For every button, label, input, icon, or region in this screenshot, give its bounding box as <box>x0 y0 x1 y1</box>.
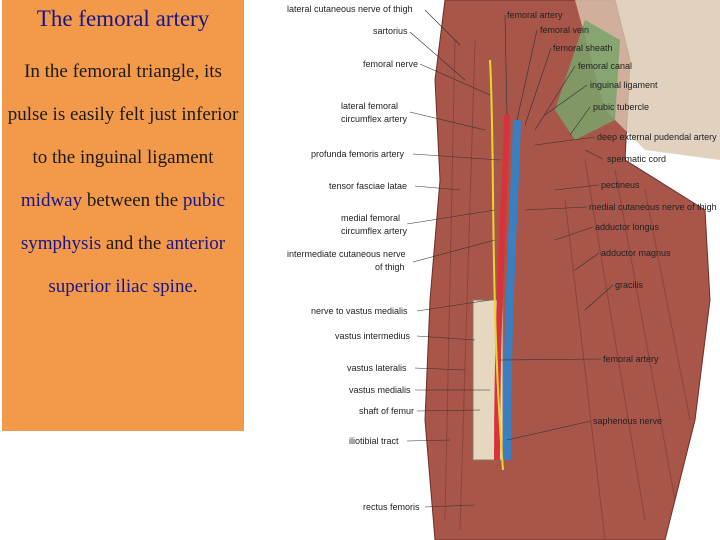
green-fascia <box>555 20 620 140</box>
femoral-artery <box>494 114 510 461</box>
femoral-vein <box>503 119 521 461</box>
body-text-2: between the <box>82 190 183 211</box>
body-midway: midway <box>20 190 83 211</box>
label-pectineus: pectineus <box>601 180 640 190</box>
slide-body: In the femoral triangle, its pulse is ea… <box>2 50 244 308</box>
label-med-fem-circ-2: circumflex artery <box>341 226 408 236</box>
label-tensor: tensor fasciae latae <box>329 181 407 191</box>
slide-title: The femoral artery <box>36 6 210 31</box>
label-adductor-longus: adductor longus <box>595 222 660 232</box>
label-int-cut-nerve-1: intermediate cutaneous nerve <box>287 249 406 259</box>
label-shaft-femur: shaft of femur <box>359 406 414 416</box>
left-labels: lateral cutaneous nerve of thigh sartori… <box>287 4 420 512</box>
label-nerve-vastus-med: nerve to vastus medialis <box>311 306 408 316</box>
label-femoral-sheath: femoral sheath <box>553 43 613 53</box>
label-vastus-int: vastus intermedius <box>335 331 411 341</box>
label-adductor-magnus: adductor magnus <box>601 248 671 258</box>
label-gracilis: gracilis <box>615 280 644 290</box>
label-deep-ext-pud: deep external pudendal artery <box>597 132 717 142</box>
label-inguinal-lig: inguinal ligament <box>590 80 658 90</box>
label-sartorius: sartorius <box>373 26 408 36</box>
label-iliotibial: iliotibial tract <box>349 436 399 446</box>
label-med-cut-nerve: medial cutaneous nerve of thigh <box>589 202 717 212</box>
label-vastus-lat: vastus lateralis <box>347 363 407 373</box>
label-lat-cut-nerve: lateral cutaneous nerve of thigh <box>287 4 413 14</box>
label-femoral-artery-top: femoral artery <box>507 10 563 20</box>
label-int-cut-nerve-2: of thigh <box>375 262 405 272</box>
body-text-1: In the femoral triangle, its pulse is ea… <box>7 61 239 168</box>
body-text-3: and the <box>101 233 167 254</box>
label-femoral-artery-lower: femoral artery <box>603 354 659 364</box>
label-saphenous-nerve: saphenous nerve <box>593 416 662 426</box>
label-pubic-tubercle: pubic tubercle <box>593 102 649 112</box>
label-femoral-nerve: femoral nerve <box>363 59 418 69</box>
leader-lines <box>406 9 614 508</box>
text-panel: The femoral artery In the femoral triang… <box>2 0 244 431</box>
label-med-fem-circ-1: medial femoral <box>341 213 400 223</box>
label-lat-fem-circ-2: circumflex artery <box>341 114 408 124</box>
body-asis: anterior superior iliac spine <box>48 233 226 297</box>
right-labels: femoral artery femoral vein femoral shea… <box>507 10 717 426</box>
label-rectus-femoris: rectus femoris <box>363 502 420 512</box>
body-text-4: . <box>192 276 198 297</box>
body-pubic-symphysis: pubic symphysis <box>20 190 226 254</box>
label-femoral-canal: femoral canal <box>578 61 632 71</box>
label-femoral-vein: femoral vein <box>540 25 589 35</box>
label-lat-fem-circ-1: lateral femoral <box>341 101 398 111</box>
label-profunda: profunda femoris artery <box>311 149 405 159</box>
label-spermatic-cord: spermatic cord <box>607 154 666 164</box>
femoral-nerve <box>489 59 504 471</box>
label-vastus-med: vastus medialis <box>349 385 411 395</box>
thigh-anatomy-illustration: lateral cutaneous nerve of thigh sartori… <box>287 0 720 540</box>
